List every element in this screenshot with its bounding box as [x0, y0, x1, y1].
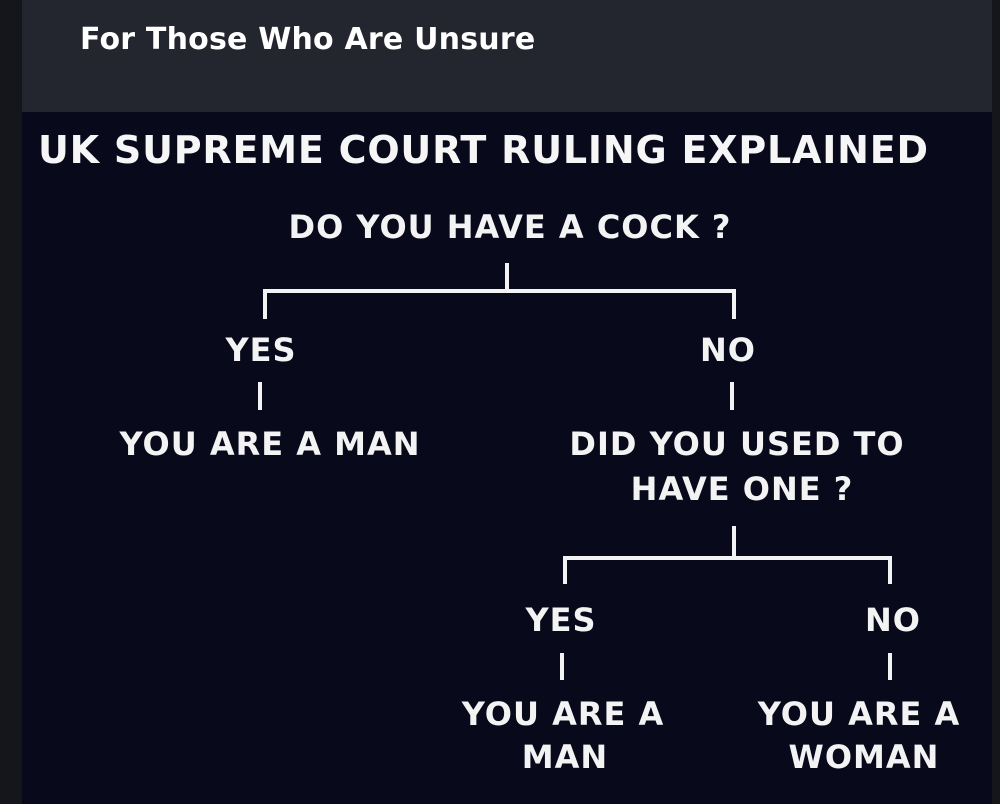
connector-q2-yes-to-result [560, 653, 564, 680]
post-header: For Those Who Are Unsure [22, 0, 992, 112]
connector-q1-stem [505, 263, 509, 291]
connector-q2-no-drop [888, 556, 892, 584]
post-title: For Those Who Are Unsure [80, 22, 536, 57]
question-1: DO YOU HAVE A COCK ? [288, 208, 732, 246]
answer-2-no: NO [865, 601, 921, 639]
connector-q1-bar [263, 289, 736, 293]
connector-q1-yes-drop [263, 289, 267, 319]
flowchart-image[interactable]: UK SUPREME COURT RULING EXPLAINED DO YOU… [22, 112, 992, 804]
result-2-yes-line-1: YOU ARE A [461, 695, 665, 733]
flowchart-heading: UK SUPREME COURT RULING EXPLAINED [38, 128, 929, 172]
connector-q2-yes-drop [563, 556, 567, 584]
connector-no-to-question-2 [730, 382, 734, 410]
result-2-yes-line-2: MAN [521, 738, 609, 776]
answer-1-no: NO [700, 331, 756, 369]
connector-q2-bar [563, 556, 892, 560]
answer-1-yes: YES [225, 331, 297, 369]
answer-2-yes: YES [525, 601, 597, 639]
connector-q2-stem [732, 526, 736, 558]
connector-q1-no-drop [732, 289, 736, 319]
question-2-line-1: DID YOU USED TO [569, 425, 905, 463]
result-1-yes: YOU ARE A MAN [119, 425, 421, 463]
result-2-no-line-1: YOU ARE A [757, 695, 961, 733]
right-gutter [992, 0, 1000, 804]
result-2-no-line-2: WOMAN [788, 738, 940, 776]
connector-yes-to-result [258, 382, 262, 410]
connector-q2-no-to-result [888, 653, 892, 680]
left-gutter [0, 0, 22, 804]
question-2-line-2: HAVE ONE ? [630, 470, 854, 508]
